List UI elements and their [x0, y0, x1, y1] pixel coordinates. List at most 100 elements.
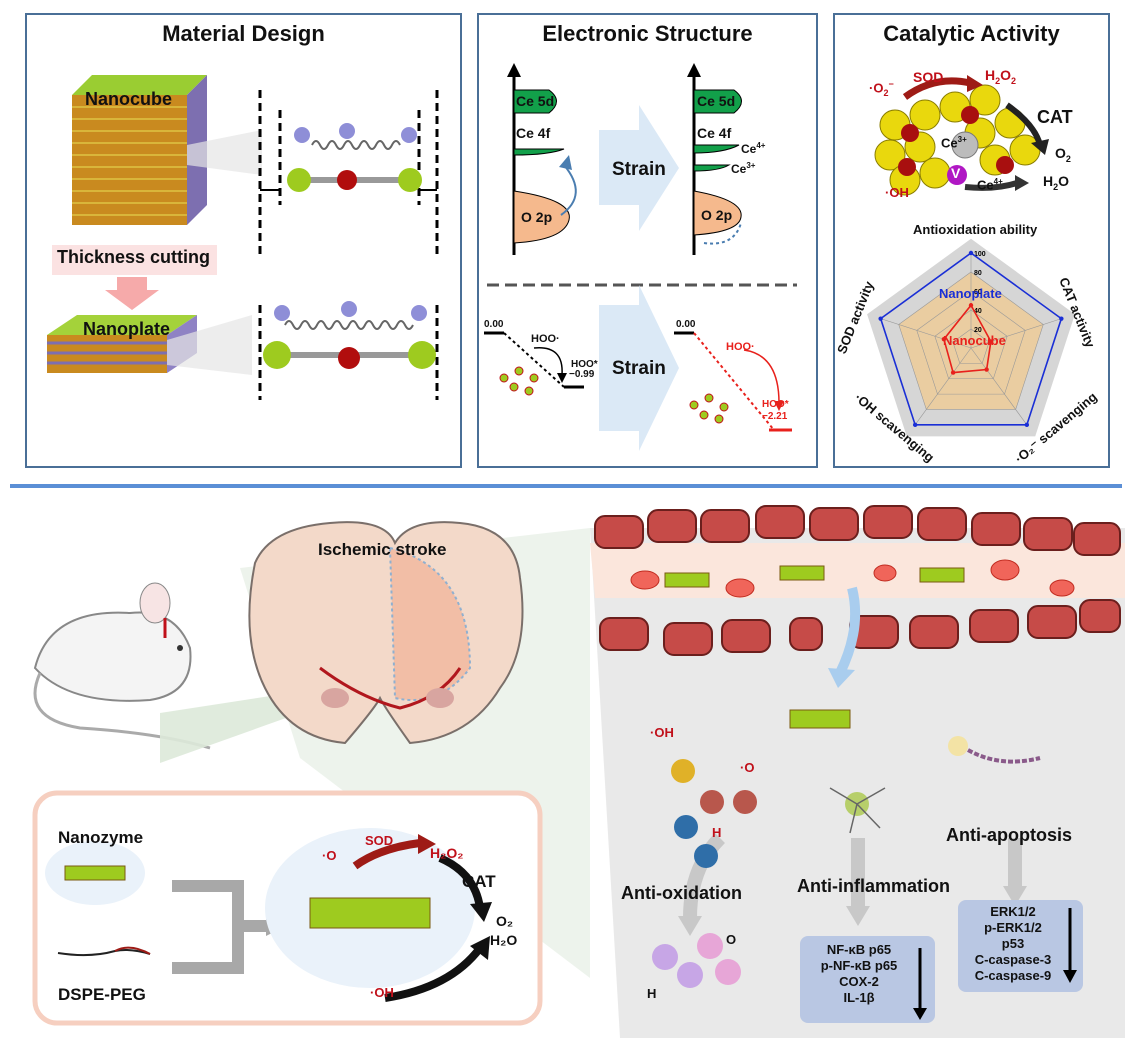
radar-point	[984, 367, 989, 372]
bottom-h2o2: H₂O₂	[430, 845, 464, 861]
bottom-oh: ·OH	[370, 985, 394, 1000]
energy-zero-right: 0.00	[676, 319, 696, 330]
prod-h2o-label: H	[647, 986, 657, 1001]
ros-h2o2-label: H	[712, 825, 722, 840]
sod-label: SOD	[913, 69, 944, 85]
marker-item: C-caspase-3	[974, 952, 1052, 967]
marker-item: NF-κB p65	[826, 942, 892, 957]
apoptosis-marker-box: ERK1/2 p-ERK1/2 p53 C-caspase-3 C-caspas…	[958, 904, 1068, 984]
panel-title: Catalytic Activity	[883, 21, 1060, 46]
radar-tick-label: 100	[974, 251, 986, 258]
mouse-illustration	[33, 582, 211, 750]
nanocube-illustration	[72, 75, 262, 225]
nanozyme-label: Nanozyme	[58, 828, 144, 847]
marker-item: ERK1/2	[990, 904, 1036, 919]
radar-tick-label: 40	[974, 308, 982, 315]
radar-chart: 100 80 60 40 20	[867, 238, 1075, 437]
bottom-sod: SOD	[365, 833, 394, 848]
nanocube-label: Nanocube	[85, 89, 173, 109]
bottom-h2o: H₂O	[490, 932, 518, 948]
marker-item: C-caspase-9	[974, 968, 1052, 983]
ce4plus-label: Ce4+	[741, 141, 766, 156]
marker-item: IL-1β	[843, 990, 875, 1005]
catalytic-activity-panel: Catalytic Activity ·O2− SOD H2O2 CAT O2 …	[833, 13, 1110, 468]
lattice-schematic-top	[258, 90, 439, 255]
radar-gridline	[898, 271, 1044, 410]
hoo-right: HOO·	[726, 341, 755, 353]
hoo-star-right: HOO*	[762, 399, 789, 410]
radar-point	[878, 316, 883, 321]
radar-point	[1024, 422, 1030, 428]
neuron-illustration	[948, 736, 1041, 764]
ros-oh-label: ·OH	[650, 725, 674, 740]
anti-inflammation-label: Anti-inflammation	[797, 876, 950, 896]
bottom-illustration	[32, 505, 1125, 1038]
radar-point	[968, 303, 974, 308]
strain-label-bottom: Strain	[612, 358, 666, 379]
radar-point	[941, 336, 947, 342]
nanoplate-illustration	[47, 315, 252, 375]
energy-right: −2.21	[762, 411, 788, 422]
nanozyme-particles-vessel	[664, 565, 965, 729]
o2-label: O2	[1055, 145, 1071, 164]
h2o-label: H2O	[1043, 173, 1070, 192]
panel-title: Electronic Structure	[542, 21, 753, 46]
energy-zero-left: 0.00	[484, 319, 504, 330]
radar-point	[1059, 316, 1064, 321]
anti-oxidation-label: Anti-oxidation	[621, 883, 742, 903]
prod-o2-label: O	[726, 932, 737, 947]
panel-title: Material Design	[162, 21, 325, 46]
ce5d-label-left: Ce 5d	[516, 93, 555, 109]
ros-o2-label: ·O	[740, 760, 755, 775]
brain-section-illustration	[248, 521, 524, 745]
radar-point	[988, 339, 994, 344]
radar-point	[950, 370, 956, 375]
radar-point	[968, 250, 974, 256]
ce4-label: Ce4+	[977, 177, 1003, 193]
radar-series-nanocube	[943, 303, 992, 374]
ce4f-label-left: Ce 4f	[516, 125, 551, 141]
microglia-illustration	[829, 787, 886, 834]
legend-nanoplate: Nanoplate	[939, 286, 1002, 301]
hoo-left: HOO·	[531, 333, 560, 345]
radar-title: Antioxidation ability	[913, 222, 1038, 237]
anti-apoptosis-label: Anti-apoptosis	[946, 825, 1072, 845]
marker-item: p-NF-κB p65	[820, 958, 898, 973]
dspe-peg-label: DSPE-PEG	[58, 985, 146, 1004]
oh-label: ·OH	[885, 185, 909, 200]
radar-tick-label: 60	[974, 289, 982, 296]
material-design-art	[47, 75, 439, 400]
marker-item: p-ERK1/2	[984, 920, 1042, 935]
crystal-lattice	[874, 84, 1041, 196]
catalytic-art	[874, 75, 1049, 196]
band-diagram	[484, 63, 797, 451]
ce3-label: Ce3+	[941, 135, 967, 151]
legend-nanocube: Nanocube	[943, 333, 1006, 348]
o2p-label-left: O 2p	[521, 209, 553, 225]
electronic-structure-panel: Electronic Structure	[477, 13, 818, 468]
radar-tick-label: 80	[974, 270, 982, 277]
cat-label: CAT	[1037, 107, 1073, 127]
marker-item: p53	[1001, 936, 1025, 951]
marker-item: COX-2	[839, 974, 879, 989]
material-design-panel: Material Design	[25, 13, 462, 468]
endothelial-cells-top	[594, 505, 1121, 556]
radar-gridline	[952, 328, 990, 364]
ischemic-stroke-label: Ischemic stroke	[318, 540, 447, 559]
radar-gridline	[916, 290, 1026, 395]
bottom-o2: O₂	[496, 913, 514, 929]
inflammation-marker-box: NF-κB p65 p-NF-κB p65 COX-2 IL-1β	[800, 942, 918, 1006]
v-label: V	[951, 165, 961, 181]
radar-spoke	[970, 318, 1062, 349]
ce4f-label-right: Ce 4f	[697, 125, 732, 141]
nanoplate-label: Nanoplate	[83, 319, 171, 339]
hoo-star-left: HOO*	[571, 359, 598, 370]
strain-label-top: Strain	[612, 159, 666, 180]
h2o2-label: H2O2	[985, 67, 1017, 86]
ce5d-label-right: Ce 5d	[697, 93, 736, 109]
radar-point	[912, 422, 918, 428]
energy-left: −0.99	[569, 369, 595, 380]
radar-tick-label: 20	[974, 327, 982, 334]
bottom-o2-radical: ·O	[322, 848, 337, 863]
bottom-cat: CAT	[462, 872, 496, 891]
